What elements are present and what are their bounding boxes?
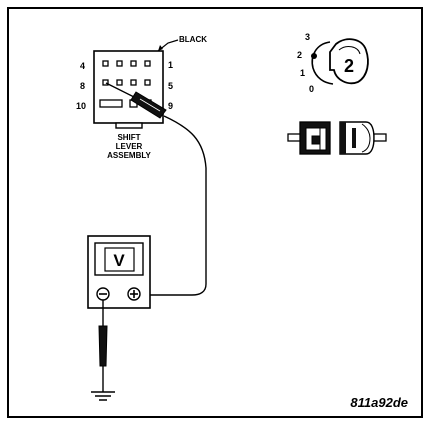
positive-test-lead — [145, 115, 207, 296]
ground-probe-handle — [98, 325, 108, 367]
ignition-position-0: 0 — [309, 84, 314, 94]
pin-label-5: 5 — [168, 81, 173, 91]
ignition-pointer — [311, 53, 317, 59]
voltmeter-window — [104, 247, 135, 272]
connector-name-line-1: SHIFT — [117, 133, 140, 142]
leader-arrowhead — [158, 45, 163, 51]
probe-handle — [130, 91, 167, 119]
cavity-row-1 — [102, 60, 151, 67]
pin-label-9: 9 — [168, 101, 173, 111]
test-probe — [105, 82, 167, 119]
pin-label-8: 8 — [80, 81, 85, 91]
ignition-position-3: 3 — [305, 32, 310, 42]
connector-name-line-2: LEVER — [116, 142, 143, 151]
figure-border — [7, 7, 423, 418]
connector-name-line-3: ASSEMBLY — [107, 151, 151, 160]
ignition-position-1: 1 — [300, 68, 305, 78]
voltmeter-unit: V — [113, 251, 125, 270]
pin-label-4: 4 — [80, 61, 85, 71]
cavity-row-2 — [102, 79, 151, 86]
figure-id: 811a92de — [350, 395, 408, 410]
pin-label-1: 1 — [168, 60, 173, 70]
ignition-position-2: 2 — [297, 50, 302, 60]
voltmeter: V — [87, 235, 151, 309]
pin-label-10: 10 — [76, 101, 86, 111]
mating-connector-icon — [287, 121, 387, 155]
connector-latch — [115, 122, 143, 129]
ground-symbol-icon — [91, 391, 115, 401]
ignition-key-icon: 3 2 1 0 2 — [297, 32, 369, 94]
ignition-key-number: 2 — [344, 56, 354, 76]
black-wire-label: BLACK — [179, 35, 207, 44]
negative-test-lead — [98, 300, 108, 392]
